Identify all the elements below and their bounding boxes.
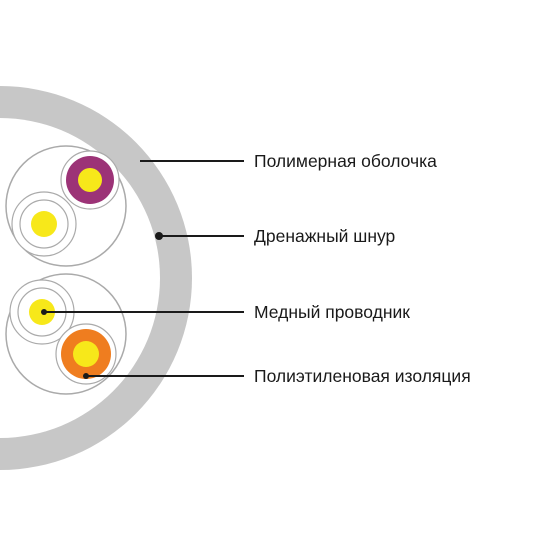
label-polymer-sheath: Полимерная оболочка [254, 151, 437, 171]
copper-conductor-top-2 [31, 211, 57, 237]
leader-dot-drain-wire [155, 232, 163, 240]
copper-conductor-bottom-2 [73, 341, 99, 367]
label-copper-conductor: Медный проводник [254, 302, 410, 322]
label-drain-wire: Дренажный шнур [254, 226, 395, 246]
leader-dot-conductor [41, 309, 47, 315]
copper-conductor-top-1 [78, 168, 102, 192]
leader-dot-insulation [83, 373, 89, 379]
label-polyethylene-insulation: Полиэтиленовая изоляция [254, 366, 471, 386]
